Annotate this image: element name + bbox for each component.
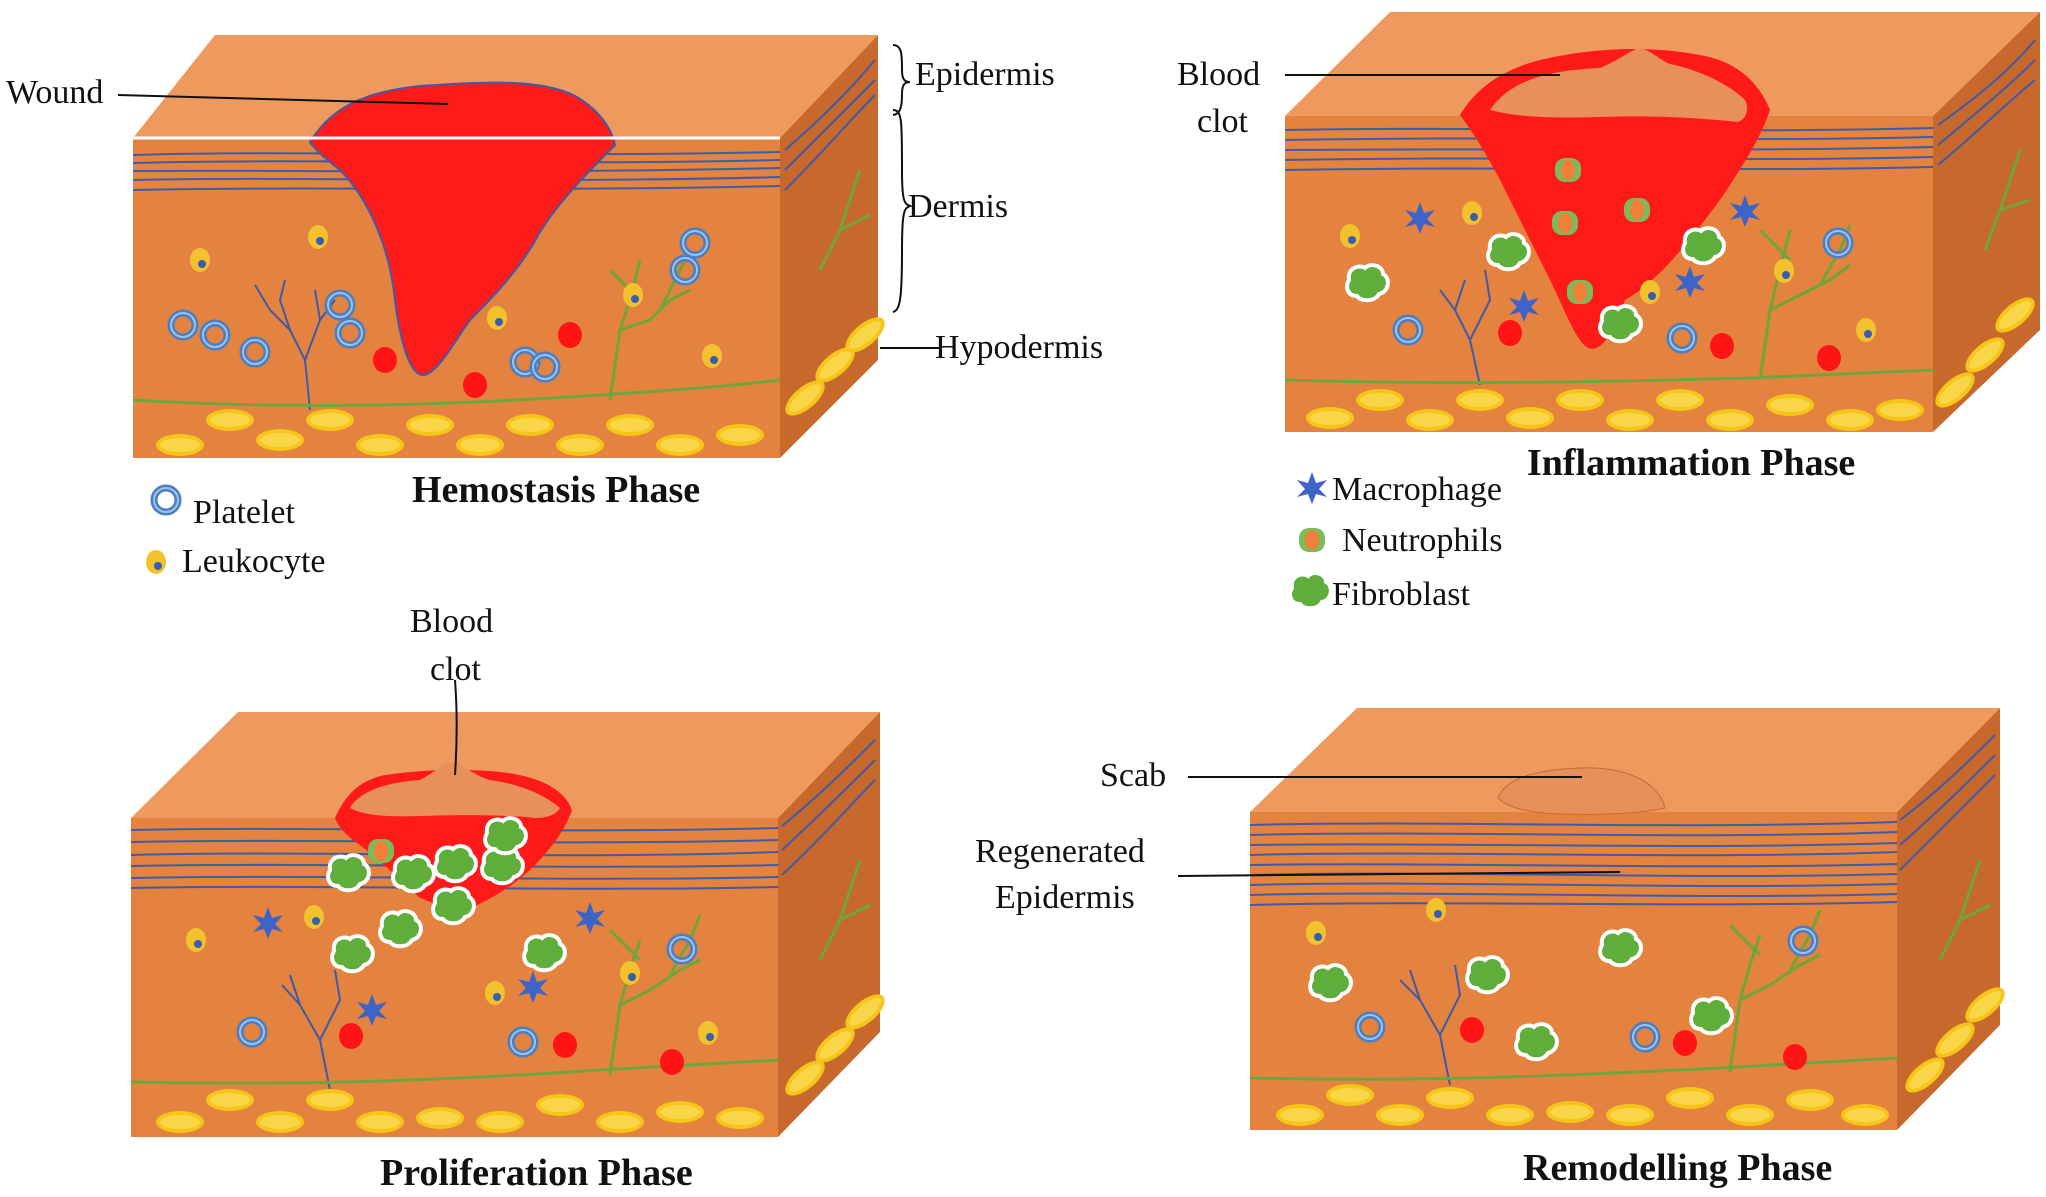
green-vessel <box>132 169 871 407</box>
regenerated-label-1: Regenerated <box>975 833 1145 870</box>
hemostasis-panel: Hemostasis Phase Wound Epidermis Dermis … <box>6 35 1103 580</box>
wound-area <box>308 81 617 377</box>
fibroblast-icon <box>1288 571 1333 611</box>
dermis-label: Dermis <box>908 188 1008 225</box>
regenerated-label-2: Epidermis <box>995 879 1135 916</box>
blood-clot <box>1490 48 1748 122</box>
remodelling-title: Remodelling Phase <box>1523 1147 1832 1189</box>
epidermis-brace <box>892 44 911 116</box>
scab-shape <box>1497 767 1666 815</box>
neutrophil-label: Neutrophils <box>1342 522 1503 559</box>
leukocyte-label: Leukocyte <box>182 543 326 580</box>
legend-left: Platelet Leukocyte <box>146 488 326 580</box>
leukocyte-icon <box>146 550 166 574</box>
macrophage-icon <box>1297 472 1327 504</box>
proliferation-clot-label-2: clot <box>430 651 482 688</box>
hypodermis-label: Hypodermis <box>935 329 1103 366</box>
blood-clot-label-2: clot <box>1197 103 1249 140</box>
proliferation-title: Proliferation Phase <box>380 1152 693 1194</box>
legend-right: Macrophage Neutrophils Fibroblast <box>1288 471 1503 613</box>
blue-vessel <box>254 279 336 411</box>
hemostasis-title: Hemostasis Phase <box>412 469 700 511</box>
inflamed-wound <box>1460 48 1770 349</box>
platelet-label: Platelet <box>193 494 296 531</box>
scab-label: Scab <box>1100 757 1166 794</box>
platelet-icon <box>154 488 178 512</box>
inflammation-panel: Inflammation Phase Blood clot Macrophage… <box>1177 12 2041 613</box>
blood-clot-label-1: Blood <box>1177 56 1260 93</box>
wound-label: Wound <box>6 74 103 111</box>
proliferation-panel: Proliferation Phase Blood clot <box>130 603 891 1194</box>
remodelling-panel: Remodelling Phase Scab Regenerated Epide… <box>975 708 2011 1189</box>
dermis-brace <box>892 109 914 313</box>
fibroblast-label: Fibroblast <box>1332 576 1470 613</box>
macrophage-label: Macrophage <box>1332 471 1502 508</box>
proliferation-clot-label-1: Blood <box>410 603 493 640</box>
epidermis-label: Epidermis <box>915 56 1055 93</box>
inflammation-title: Inflammation Phase <box>1527 442 1855 484</box>
neutrophil-icon <box>1299 528 1325 552</box>
